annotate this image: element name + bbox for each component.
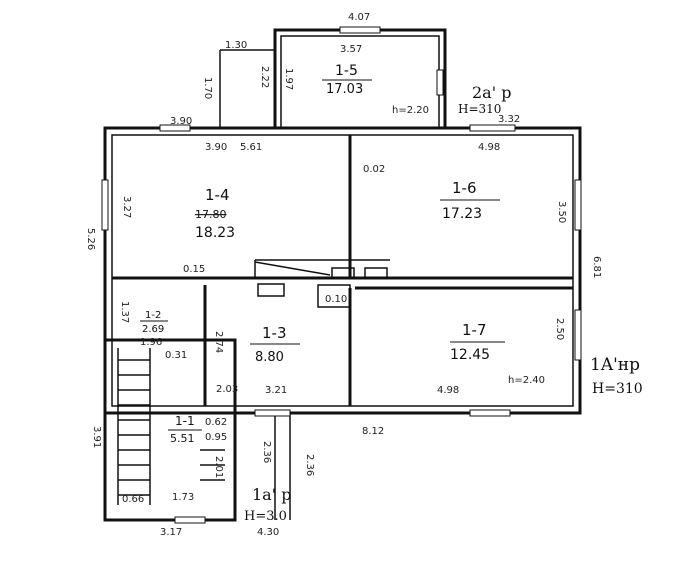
block-1a-right-name: 1A'нр	[590, 355, 640, 375]
room-1-1-id: 1-1	[175, 414, 195, 428]
dim-317: 3.17	[160, 527, 182, 538]
dim-350: 3.50	[556, 201, 567, 223]
interior-walls	[112, 135, 573, 406]
room-1-2-area: 2.69	[142, 324, 164, 335]
block-2a-name: 2a' р	[472, 83, 511, 102]
dim-236a: 2.36	[261, 441, 272, 463]
room-1-7-area: 12.45	[450, 347, 490, 363]
dim-201: 2.01	[213, 456, 224, 478]
dim-327: 3.27	[121, 196, 132, 218]
dim-220: h=2.20	[392, 105, 429, 116]
staircase	[117, 348, 225, 505]
room-1-7-id: 1-7	[462, 321, 487, 339]
dim-095: 0.95	[205, 432, 227, 443]
room-1-5-id: 1-5	[335, 63, 358, 79]
dim-066: 0.66	[122, 494, 144, 505]
dim-222: 2.22	[259, 66, 270, 88]
dim-062: 0.62	[205, 417, 227, 428]
room-1-6-id: 1-6	[452, 179, 477, 197]
dim-240: h=2.40	[508, 375, 545, 386]
block-1a-bottom-name: 1a' р	[252, 485, 291, 504]
dim-390b: 3.90	[205, 142, 227, 153]
dim-390: 3.90	[170, 116, 192, 127]
dim-197: 1.97	[283, 68, 294, 90]
room-1-3-id: 1-3	[262, 324, 287, 342]
dim-203: 2.03	[216, 384, 238, 395]
room-1-3-area: 8.80	[255, 350, 284, 365]
dim-015: 0.15	[183, 264, 205, 275]
dim-002: 0.02	[363, 164, 385, 175]
dim-130: 1.30	[225, 40, 247, 51]
room-1-6: 1-6 17.23	[440, 179, 500, 222]
block-2a-height: H=310	[458, 102, 501, 116]
block-label-1a-right: 1A'нр H=310	[590, 355, 643, 397]
room-1-4-old-area: 17.80	[195, 208, 227, 221]
dim-173: 1.73	[172, 492, 194, 503]
dim-031: 0.31	[165, 350, 187, 361]
room-1-5: 1-5 17.03	[322, 63, 372, 97]
room-1-4: 1-4 17.80 18.23	[195, 186, 235, 241]
dim-321: 3.21	[265, 385, 287, 396]
room-1-6-area: 17.23	[442, 206, 482, 222]
room-1-4-id: 1-4	[205, 186, 230, 204]
dimension-labels: 4.07 3.57 1.30 1.70 2.22 1.97 h=2.20 3.3…	[85, 12, 602, 538]
dim-391: 3.91	[91, 426, 102, 448]
dim-010: 0.10	[325, 294, 347, 305]
dim-274: 2.74	[213, 331, 224, 353]
block-1a-right-height: H=310	[592, 381, 643, 397]
main-block-walls	[103, 28, 582, 522]
room-1-2-id: 1-2	[145, 310, 161, 321]
dim-170: 1.70	[202, 77, 213, 99]
dim-236b: 2.36	[304, 454, 315, 476]
room-1-5-area: 17.03	[326, 82, 363, 97]
dim-526: 5.26	[85, 228, 96, 250]
room-1-3: 1-3 8.80	[250, 324, 300, 365]
room-1-2: 1-2 2.69	[140, 310, 168, 335]
dim-250: 2.50	[554, 318, 565, 340]
dim-332: 3.32	[498, 114, 520, 125]
room-1-1-area: 5.51	[170, 432, 195, 445]
room-1-1: 1-1 5.51	[168, 414, 202, 445]
block-1a-bottom-height: H=3.0	[244, 509, 287, 524]
dim-498a: 4.98	[478, 142, 500, 153]
block-label-1a-bottom: 1a' р H=3.0	[244, 485, 291, 524]
windows	[101, 26, 582, 524]
dim-430: 4.30	[257, 527, 279, 538]
room-1-4-area: 18.23	[195, 225, 235, 241]
room-1-7: 1-7 12.45	[450, 321, 505, 363]
dim-498b: 4.98	[437, 385, 459, 396]
dim-681: 6.81	[591, 256, 602, 278]
dim-357: 3.57	[340, 44, 362, 55]
block-label-2a: 2a' р H=310	[458, 83, 511, 116]
dim-407: 4.07	[348, 12, 370, 23]
dim-196: 1.96	[140, 337, 162, 348]
dim-812: 8.12	[362, 426, 384, 437]
dim-137: 1.37	[119, 301, 130, 323]
dim-561: 5.61	[240, 142, 262, 153]
